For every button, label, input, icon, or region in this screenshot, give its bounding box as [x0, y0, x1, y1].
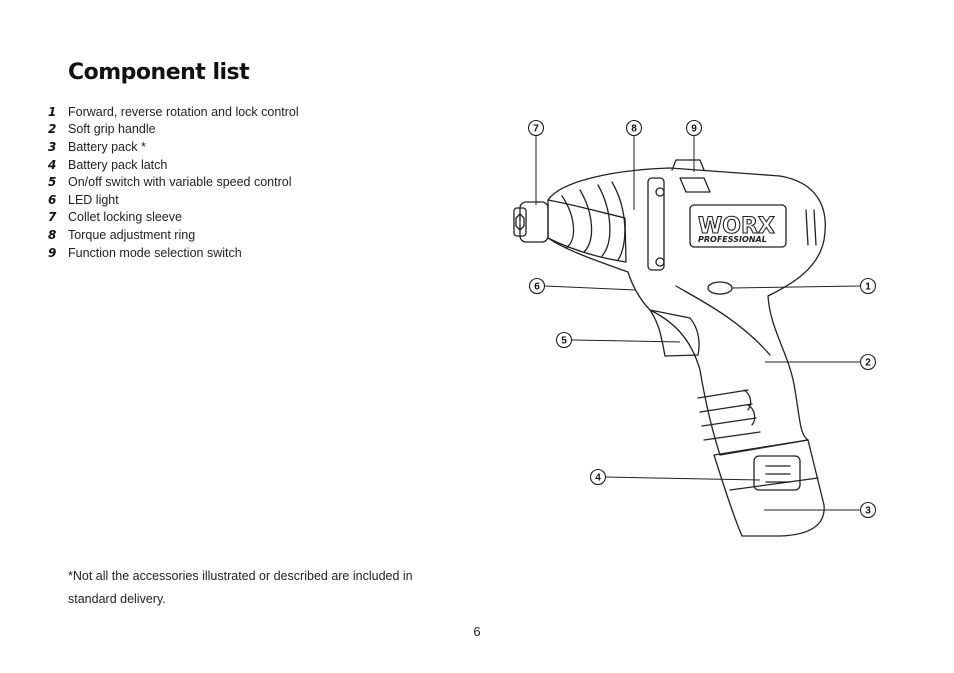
- grip-ridges: [697, 389, 761, 441]
- component-item: 6 LED light: [48, 191, 299, 209]
- footnote: *Not all the accessories illustrated or …: [68, 569, 413, 606]
- component-number: 7: [48, 210, 57, 225]
- component-item: 5 On/off switch with variable speed cont…: [48, 173, 299, 191]
- component-label: Torque adjustment ring: [68, 227, 196, 242]
- callout-label: 3: [865, 506, 871, 517]
- component-number: 4: [48, 157, 57, 172]
- callout-label: 9: [691, 124, 697, 135]
- component-item: 4 Battery pack latch: [48, 156, 299, 174]
- component-label: Battery pack latch: [68, 157, 168, 172]
- page-title: Component list: [68, 60, 250, 85]
- leader-line: [571, 339, 681, 343]
- component-label: Soft grip handle: [68, 122, 156, 137]
- trigger-switch: [649, 309, 700, 357]
- component-item: 9 Function mode selection switch: [48, 244, 299, 262]
- leader-line: [544, 285, 637, 291]
- component-list: 1 Forward, reverse rotation and lock con…: [48, 103, 299, 261]
- callout-label: 8: [631, 124, 637, 135]
- brand-sub-logo: PROFESSIONAL: [698, 235, 767, 244]
- callout-circle: [527, 119, 545, 137]
- component-number: 8: [48, 227, 57, 242]
- callout-circle: [859, 353, 877, 371]
- callout-circle: [528, 277, 546, 295]
- callout-circle: [555, 331, 573, 349]
- component-number: 2: [48, 122, 57, 137]
- callout-label: 5: [561, 336, 567, 347]
- brand-panel: [689, 204, 787, 248]
- nose-cone-outline: [547, 199, 627, 263]
- component-label: Function mode selection switch: [68, 245, 242, 260]
- callout-label: 2: [865, 358, 871, 369]
- callout-label: 1: [865, 282, 871, 293]
- component-item: 7 Collet locking sleeve: [48, 209, 299, 227]
- component-number: 1: [48, 104, 57, 119]
- component-number: 6: [48, 192, 57, 207]
- page-number: 6: [473, 624, 481, 639]
- callout-circle: [859, 501, 877, 519]
- brand-logo: WORX: [698, 214, 775, 239]
- battery-latch: [753, 455, 801, 491]
- component-label: LED light: [68, 192, 119, 207]
- component-number: 9: [48, 245, 57, 260]
- component-item: 1 Forward, reverse rotation and lock con…: [48, 103, 299, 121]
- direction-switch: [707, 281, 733, 295]
- hex-chuck: [513, 207, 527, 237]
- torque-ring: [647, 177, 665, 271]
- component-number: 5: [48, 175, 57, 190]
- tool-body-outline: [547, 167, 826, 456]
- callout-circle: [859, 277, 877, 295]
- callout-circle: [625, 119, 643, 137]
- component-item: 8 Torque adjustment ring: [48, 226, 299, 244]
- callout-circle: [685, 119, 703, 137]
- collet-sleeve: [519, 201, 549, 243]
- component-number: 3: [48, 139, 57, 154]
- callout-label: 4: [595, 473, 601, 484]
- callout-circle: [589, 468, 607, 486]
- component-item: 3 Battery pack *: [48, 138, 299, 156]
- callout-label: 6: [534, 282, 540, 293]
- component-label: Collet locking sleeve: [68, 210, 182, 225]
- component-label: Battery pack *: [68, 139, 146, 154]
- component-label: On/off switch with variable speed contro…: [68, 175, 292, 190]
- callout-label: 7: [533, 124, 539, 135]
- mode-switch: [671, 159, 705, 171]
- component-item: 2 Soft grip handle: [48, 121, 299, 139]
- battery-pack: [713, 439, 825, 537]
- component-label: Forward, reverse rotation and lock contr…: [68, 104, 299, 119]
- leader-line: [605, 476, 761, 481]
- leader-line: [731, 285, 861, 289]
